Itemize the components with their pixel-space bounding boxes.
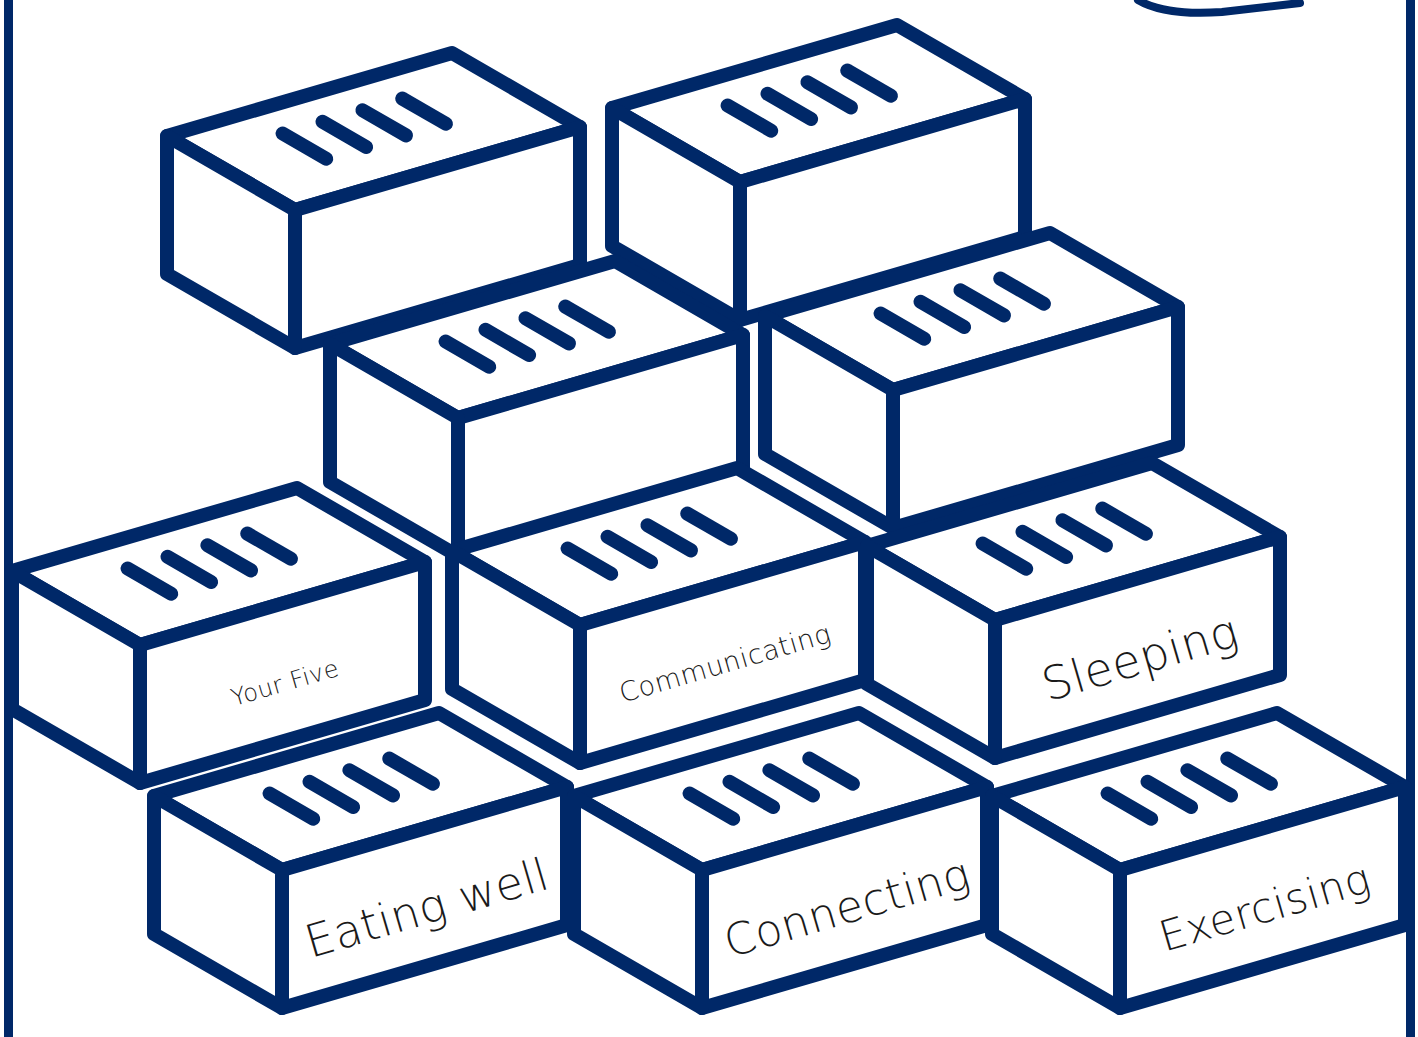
frame-left	[4, 0, 13, 1037]
brick-node: Exercising	[980, 701, 1417, 1020]
brick-node: Eating well	[142, 701, 579, 1020]
brick-node: Connecting	[562, 701, 999, 1020]
brick-shape	[154, 713, 567, 1008]
brick-shape	[867, 463, 1280, 758]
frame-curve	[1138, 0, 1300, 13]
brick-shape	[452, 468, 865, 763]
brick-shape	[574, 713, 987, 1008]
brick-shape	[992, 713, 1405, 1008]
